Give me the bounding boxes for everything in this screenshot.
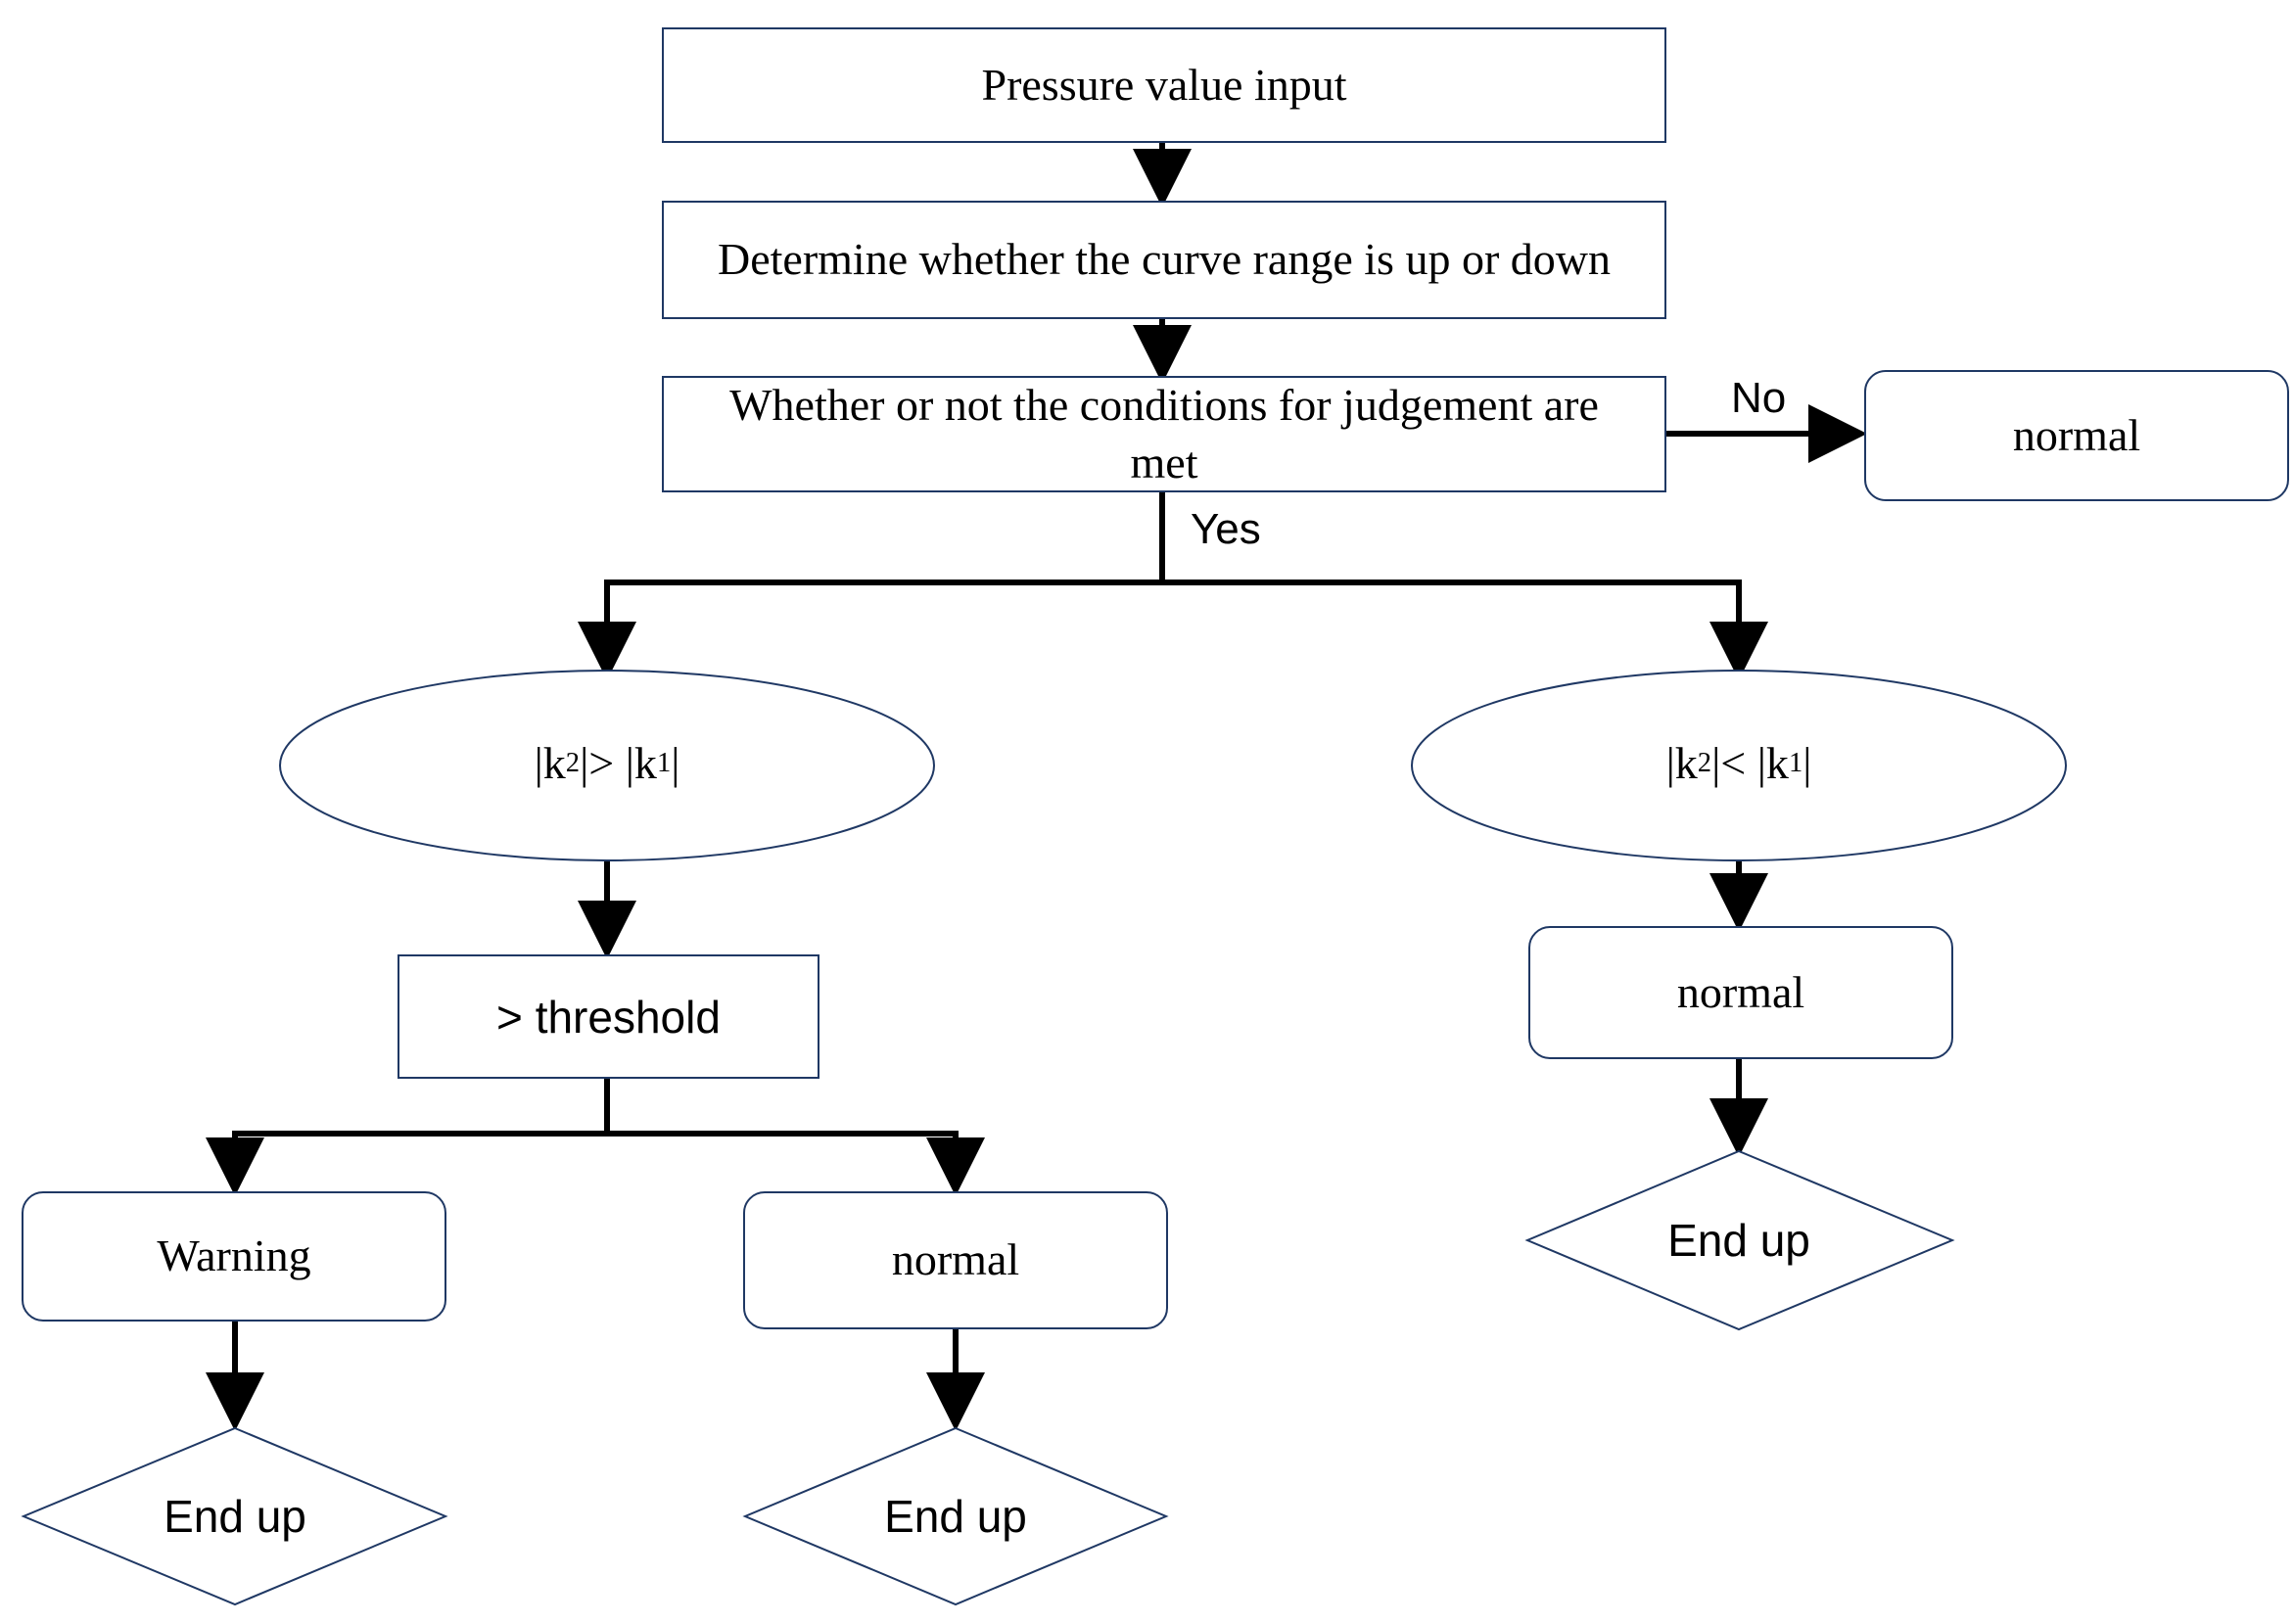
ellipse-cond-left (279, 670, 935, 861)
cond-left-a-sub: 2 (565, 747, 581, 778)
end-left-label: End up (164, 1491, 306, 1542)
cond-right-op: |< |k (1711, 737, 1789, 788)
node-threshold: > threshold (398, 954, 819, 1079)
cond-right-a-sub: 2 (1697, 747, 1712, 778)
ellipse-cond-right (1411, 670, 2067, 861)
node-normal-mid: normal (743, 1191, 1168, 1329)
diamond-end-left (21, 1426, 448, 1606)
cond-left-end: | (671, 737, 680, 788)
end-mid-text: End up (809, 1478, 1102, 1554)
diamond-end-mid (742, 1426, 1169, 1606)
edge-label-no: No (1731, 374, 1787, 422)
node-judgement-conditions-label: Whether or not the conditions for judgem… (729, 379, 1599, 487)
node-pressure-input: Pressure value input (662, 27, 1666, 143)
cond-right-end: | (1802, 737, 1812, 788)
arrow-threshold-to-normal (607, 1131, 985, 1196)
cond-left-op: |> |k (580, 737, 657, 788)
node-warning: Warning (22, 1191, 446, 1322)
end-right-label: End up (1667, 1215, 1810, 1266)
node-normal-no: normal (1864, 370, 2289, 501)
node-determine-curve: Determine whether the curve range is up … (662, 201, 1666, 319)
node-judgement-conditions: Whether or not the conditions for judgem… (662, 376, 1666, 492)
edge-label-yes: Yes (1191, 505, 1261, 553)
end-right-text: End up (1592, 1202, 1886, 1278)
end-left-text: End up (88, 1478, 382, 1554)
arrow-yes-right (1162, 580, 1768, 680)
node-normal-no-label: normal (2012, 409, 2141, 460)
cond-right-a: |k (1665, 737, 1698, 788)
node-normal-right-label: normal (1676, 966, 1805, 1017)
arrow-yes-left (578, 580, 1162, 680)
diamond-end-right (1524, 1149, 1955, 1331)
cond-left-a: |k (534, 737, 566, 788)
node-normal-right: normal (1528, 926, 1953, 1059)
cond-right-b-sub: 1 (1788, 747, 1803, 778)
node-warning-label: Warning (157, 1230, 311, 1281)
node-normal-mid-label: normal (891, 1234, 1020, 1285)
cond-left-b-sub: 1 (656, 747, 672, 778)
node-determine-curve-label: Determine whether the curve range is up … (717, 234, 1611, 285)
arrow-threshold-to-warning (206, 1131, 607, 1196)
end-mid-label: End up (884, 1491, 1027, 1542)
node-threshold-label: > threshold (496, 991, 721, 1043)
node-pressure-input-label: Pressure value input (981, 59, 1347, 110)
